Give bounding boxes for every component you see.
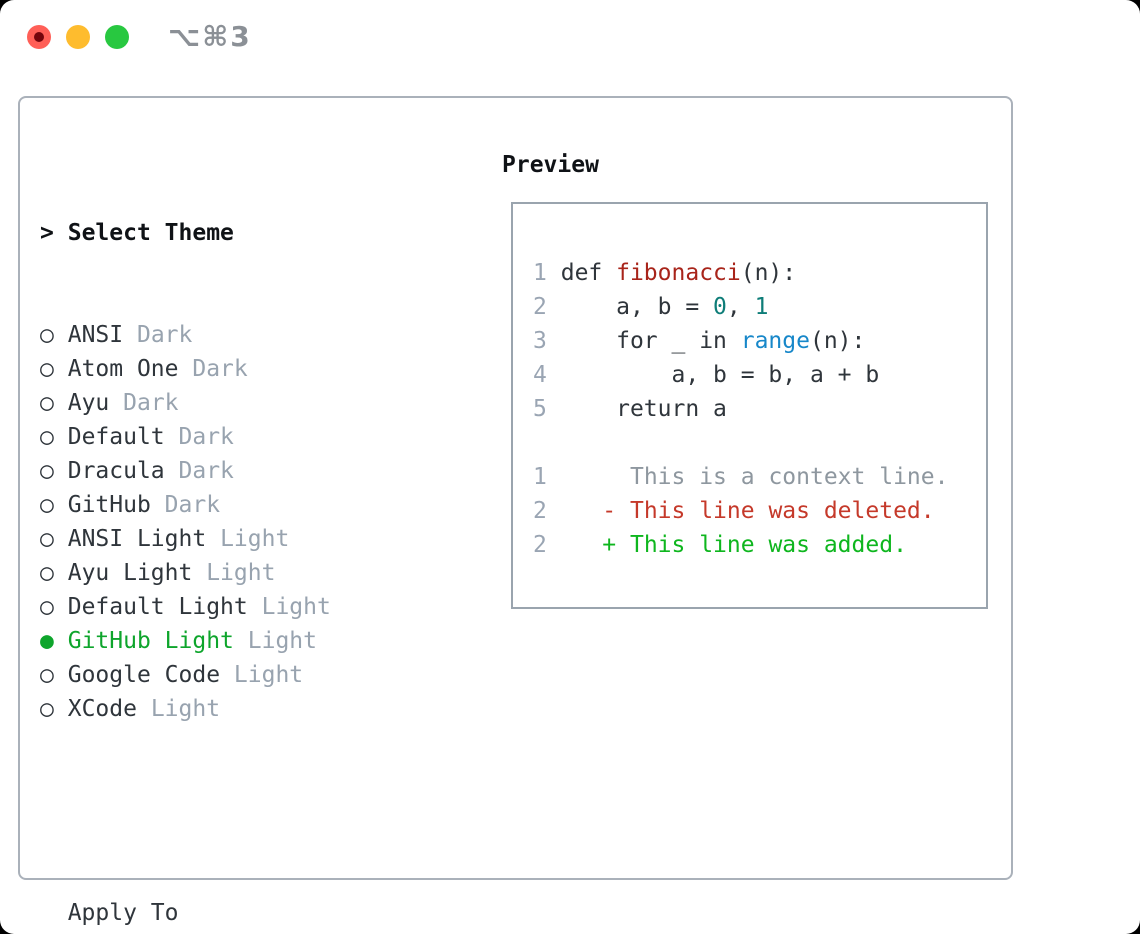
theme-label: GitHub xyxy=(67,492,151,518)
theme-option[interactable]: ○ ANSI Dark xyxy=(40,318,428,352)
theme-variant: Dark xyxy=(178,458,234,484)
radio-unselected-icon: ○ xyxy=(40,696,54,722)
code-token: a, b = xyxy=(560,294,714,320)
theme-variant: Light xyxy=(261,594,331,620)
theme-option[interactable]: ○ Default Dark xyxy=(40,420,428,454)
theme-label: Atom One xyxy=(67,356,179,382)
radio-unselected-icon: ○ xyxy=(40,662,54,688)
diff-text: This line was deleted. xyxy=(629,498,935,524)
code-token: (n): xyxy=(809,328,866,354)
radio-unselected-icon: ○ xyxy=(40,526,54,552)
radio-selected-icon: ● xyxy=(40,628,54,654)
theme-variant: Dark xyxy=(192,356,248,382)
code-token: 0 xyxy=(713,294,727,320)
minimize-button[interactable] xyxy=(66,25,90,49)
diff-marker: - xyxy=(602,498,617,524)
theme-option[interactable]: ○ GitHub Dark xyxy=(40,488,428,522)
line-number: 3 xyxy=(533,328,547,354)
theme-variant: Dark xyxy=(136,322,193,348)
diff-marker: + xyxy=(602,532,617,558)
zoom-button[interactable] xyxy=(105,25,129,49)
radio-unselected-icon: ○ xyxy=(40,322,54,348)
code-token: , xyxy=(726,294,755,320)
code-line: 5 return a xyxy=(533,392,948,426)
theme-option[interactable]: ○ XCode Light xyxy=(40,692,428,726)
theme-label: XCode xyxy=(67,696,137,722)
title-bar: ⌥⌘3 xyxy=(0,0,1140,74)
theme-option[interactable]: ● GitHub Light Light xyxy=(40,624,428,658)
theme-variant: Light xyxy=(233,662,304,688)
apply-to-header-label: Apply To xyxy=(67,900,179,926)
theme-option[interactable]: ○ Dracula Dark xyxy=(40,454,428,488)
line-number: 1 xyxy=(533,260,547,286)
theme-variant: Dark xyxy=(164,492,221,518)
theme-label: Ayu Light xyxy=(67,560,193,586)
code-line: 1 def fibonacci(n): xyxy=(533,256,948,290)
radio-unselected-icon: ○ xyxy=(40,458,54,484)
radio-unselected-icon: ○ xyxy=(40,594,54,620)
theme-variant: Light xyxy=(150,696,221,722)
cursor-marker-icon: > xyxy=(40,220,54,246)
theme-variant: Dark xyxy=(178,424,234,450)
theme-label: GitHub Light xyxy=(67,628,234,654)
code-line: 3 for _ in range(n): xyxy=(533,324,948,358)
radio-unselected-icon: ○ xyxy=(40,390,54,416)
preview-header: Preview xyxy=(502,152,599,178)
line-number: 5 xyxy=(533,396,547,422)
code-token: 1 xyxy=(754,294,769,320)
line-number: 2 xyxy=(533,294,547,320)
diff-marker xyxy=(602,464,616,490)
window-title: ⌥⌘3 xyxy=(168,20,252,53)
theme-variant: Light xyxy=(206,560,276,586)
spacer xyxy=(533,426,948,460)
radio-unselected-icon: ○ xyxy=(40,492,54,518)
code-line: 4 a, b = b, a + b xyxy=(533,358,948,392)
code-token: range xyxy=(740,328,810,354)
theme-option[interactable]: ○ Google Code Light xyxy=(40,658,428,692)
theme-label: Google Code xyxy=(67,662,221,688)
theme-option[interactable]: ○ Ayu Dark xyxy=(40,386,428,420)
diff-line: 1 This is a context line. xyxy=(533,460,948,494)
theme-label: Dracula xyxy=(67,458,165,484)
line-number: 4 xyxy=(533,362,547,388)
line-number: 1 xyxy=(533,464,547,490)
code-line: 2 a, b = 0, 1 xyxy=(533,290,948,324)
theme-variant: Light xyxy=(220,526,290,552)
select-theme-header: > Select Theme xyxy=(40,216,428,250)
diff-line: 2 - This line was deleted. xyxy=(533,494,948,528)
code-token: return a xyxy=(560,396,727,422)
select-theme-header-label: Select Theme xyxy=(67,220,234,246)
theme-option[interactable]: ○ Atom One Dark xyxy=(40,352,428,386)
theme-variant: Light xyxy=(247,628,317,654)
radio-unselected-icon: ○ xyxy=(40,560,54,586)
line-number: 2 xyxy=(533,498,547,524)
theme-menu: > Select Theme ○ ANSI Dark○ Atom One Dar… xyxy=(40,148,428,934)
theme-label: Default Light xyxy=(67,594,248,620)
code-token: (n): xyxy=(740,260,797,286)
theme-variant: Dark xyxy=(123,390,179,416)
theme-option[interactable]: ○ Ayu Light Light xyxy=(40,556,428,590)
theme-label: Ayu xyxy=(67,390,110,416)
radio-unselected-icon: ○ xyxy=(40,424,54,450)
code-token: for _ in xyxy=(560,328,741,354)
line-number: 2 xyxy=(533,532,547,558)
theme-label: ANSI Light xyxy=(67,526,207,552)
theme-option[interactable]: ○ Default Light Light xyxy=(40,590,428,624)
close-button[interactable] xyxy=(27,25,51,49)
theme-picker-panel: > Select Theme ○ ANSI Dark○ Atom One Dar… xyxy=(18,96,1013,926)
theme-option[interactable]: ○ ANSI Light Light xyxy=(40,522,428,556)
spacer xyxy=(40,794,428,828)
diff-line: 2 + This line was added. xyxy=(533,528,948,562)
theme-label: Default xyxy=(67,424,165,450)
radio-unselected-icon: ○ xyxy=(40,356,54,382)
theme-label: ANSI xyxy=(67,322,124,348)
code-token: fibonacci xyxy=(616,260,741,286)
code-token: def xyxy=(560,260,617,286)
code-token: a, b = b, a + b xyxy=(560,362,880,388)
apply-to-header: Apply To xyxy=(40,896,428,930)
diff-text: This line was added. xyxy=(629,532,907,558)
diff-text: This is a context line. xyxy=(629,464,949,490)
